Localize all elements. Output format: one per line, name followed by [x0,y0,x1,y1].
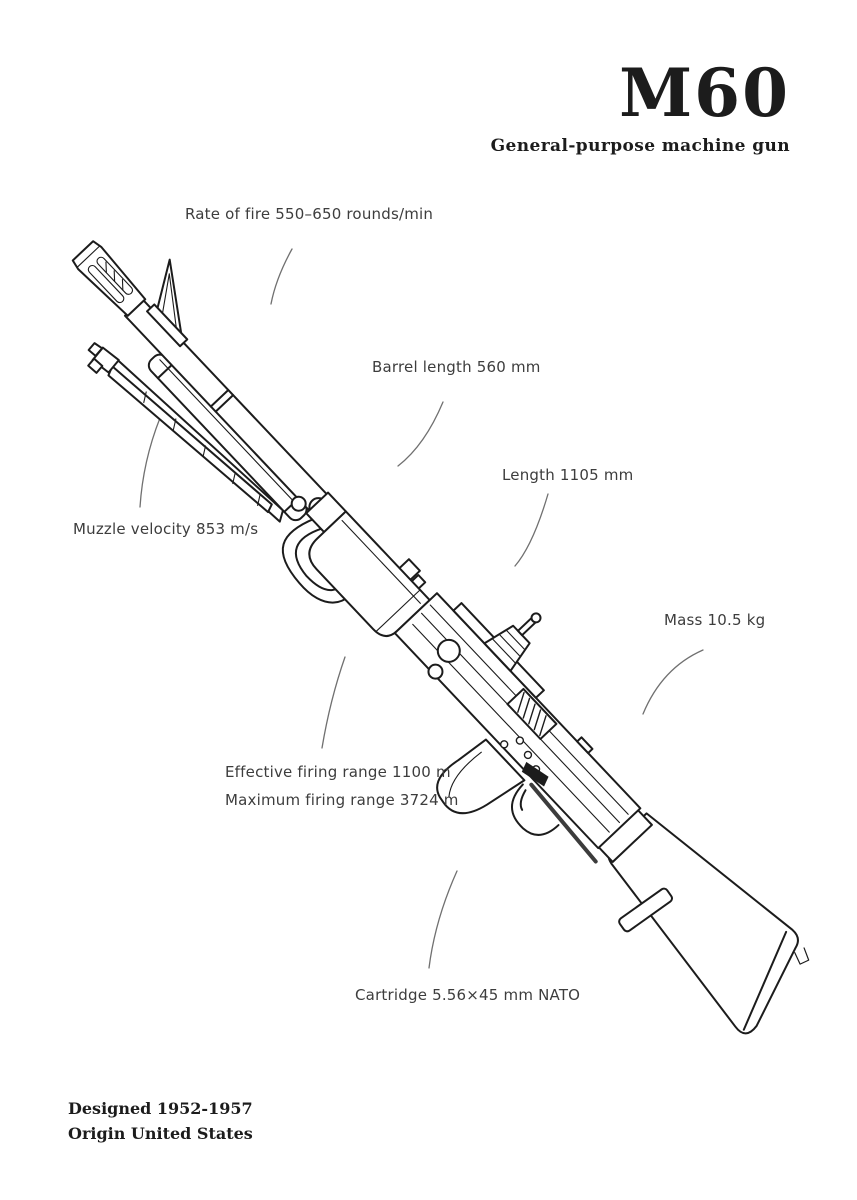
spec-rate-of-fire: Rate of fire 550–650 rounds/min [185,205,434,223]
leader-rate-of-fire [270,248,293,305]
bipod [87,342,284,523]
page-subtitle: General-purpose machine gun [490,136,790,156]
trigger-guard [510,783,560,836]
shoulder-rest [618,887,673,933]
footer-credits: Designed 1952-1957 Origin United States [68,1096,253,1146]
receiver [393,592,642,864]
spec-muzzle-velocity: Muzzle velocity 853 m/s [73,520,259,538]
origin-line: Origin United States [68,1124,253,1143]
flash-suppressor [71,240,147,317]
spec-barrel-length: Barrel length 560 mm [372,358,541,376]
leader-mass [642,649,704,715]
front-sight [146,258,189,348]
bottom-rod [529,782,598,864]
spec-cartridge: Cartridge 5.56×45 mm NATO [355,986,581,1004]
leader-lines [139,248,704,969]
page-title: M60 [619,54,790,132]
leader-muzzle-velocity [139,417,161,508]
designed-line: Designed 1952-1957 [68,1099,253,1118]
spec-effective-firing-range: Effective firing range 1100 m [225,763,451,781]
gas-cylinder [147,353,308,522]
pistol-grip [436,738,526,815]
rear-sight [483,612,542,672]
spec-length: Length 1105 mm [502,466,634,484]
spec-maximum-firing-range: Maximum firing range 3724 m [225,791,459,809]
leader-cartridge [428,870,458,969]
title-block: M60 General-purpose machine gun [491,60,790,156]
leader-barrel-length [397,401,444,467]
spec-mass: Mass 10.5 kg [664,611,766,629]
ejection-port [521,761,549,787]
feed-block [506,687,558,740]
leader-length [514,493,549,567]
leader-effective-firing-range [321,656,346,749]
